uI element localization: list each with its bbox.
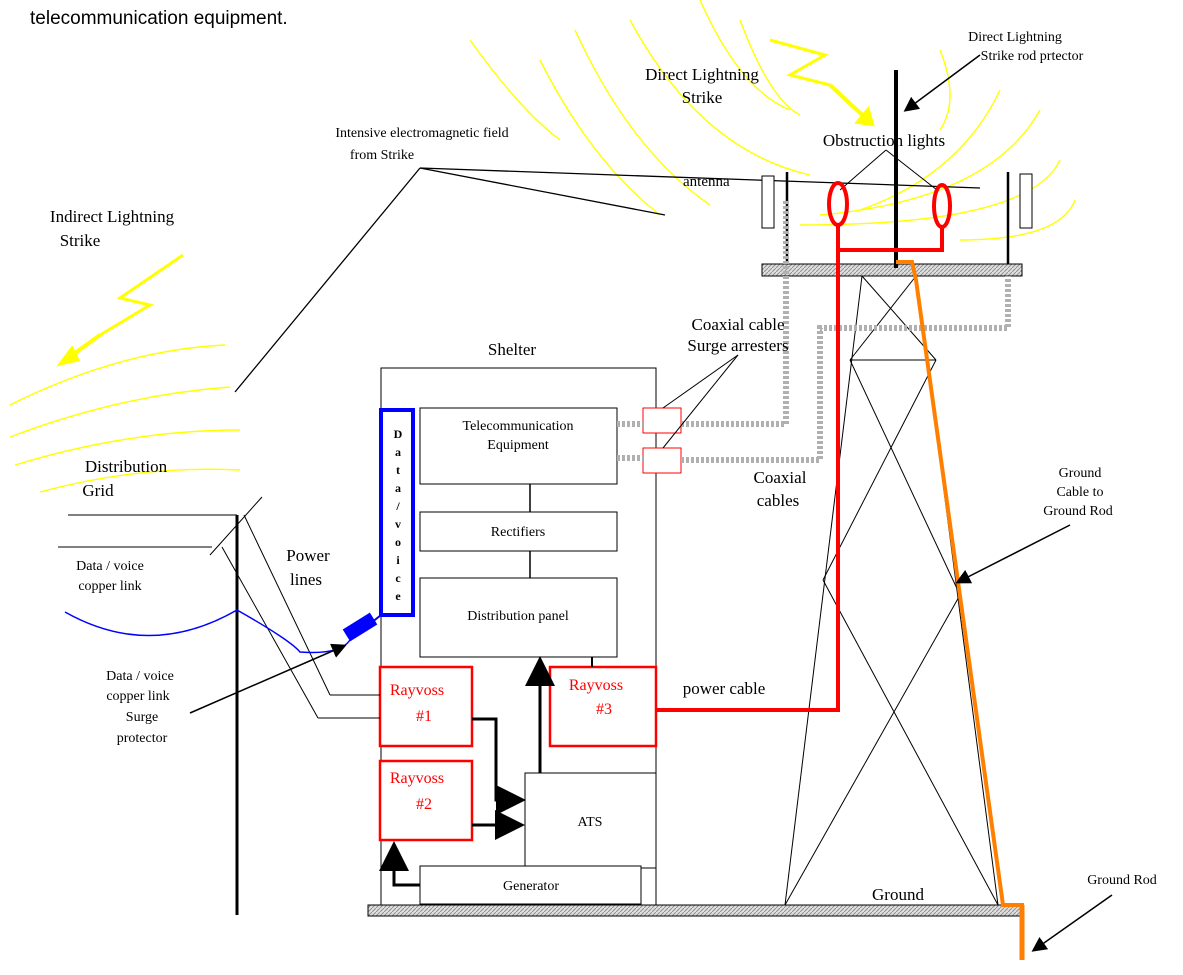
ats-box [524, 772, 657, 869]
generator-label: Generator [503, 879, 559, 894]
direct-strike-label-1: Direct Lightning [645, 65, 759, 84]
data-voice-letter: D [394, 427, 403, 441]
surge-protector-label-1: Data / voice [106, 669, 174, 684]
data-voice-letter: o [395, 535, 401, 549]
data-voice-link-label-2: copper link [78, 579, 141, 594]
ground-rod-label: Ground Rod [1087, 873, 1157, 888]
indirect-strike-label-2: Strike [60, 231, 101, 250]
antenna-right [1019, 173, 1033, 229]
tower-lattice [784, 275, 999, 906]
coax-arresters-label-2: Surge arresters [687, 336, 788, 355]
antenna-left [761, 175, 775, 229]
copper-link-surge-protector [342, 612, 378, 642]
coax-cables [617, 200, 1011, 463]
power-lines-label-2: lines [290, 570, 322, 589]
rayvoss-3-label-1: Rayvoss [569, 677, 623, 694]
antenna-label: antenna [683, 174, 730, 190]
coaxial-cables-label-2: cables [757, 491, 799, 510]
distribution-grid-label-2: Grid [82, 481, 114, 500]
data-voice-letter: c [395, 571, 401, 585]
data-voice-letter: / [395, 499, 400, 513]
generator-box [419, 865, 642, 905]
direct-strike-label-2: Strike [682, 88, 723, 107]
tower-platform [761, 263, 1023, 277]
em-field-label-1: Intensive electromagnetic field [335, 126, 508, 141]
em-field-lines-indirect [9, 344, 241, 493]
rayvoss-1-label-2: #1 [416, 708, 432, 725]
data-voice-letters: Data / voice [394, 427, 403, 603]
obstruction-lights-label: Obstruction lights [823, 131, 945, 150]
data-voice-letter: t [396, 463, 400, 477]
data-voice-copper-link [64, 609, 351, 654]
coax-arrester-2 [642, 447, 682, 474]
power-cable-label: power cable [683, 679, 766, 698]
data-voice-box [379, 408, 415, 617]
direct-strike-rod-label-2: Strike rod prtector [981, 49, 1084, 64]
ground-cable-label-1: Ground [1059, 466, 1102, 481]
distribution-panel-label: Distribution panel [467, 609, 569, 624]
surge-protector-label-4: protector [117, 731, 168, 746]
rayvoss-1-label-1: Rayvoss [390, 682, 444, 699]
rectifiers-label: Rectifiers [491, 525, 545, 540]
distribution-grid-label-1: Distribution [85, 457, 168, 476]
surge-protector-label-2: copper link [106, 689, 169, 704]
power-pole [58, 496, 380, 915]
data-voice-letter: i [396, 553, 400, 567]
em-field-lines-tower [469, 0, 1076, 241]
rayvoss-2-label-2: #2 [416, 796, 432, 813]
data-voice-letter: a [395, 481, 401, 495]
ground-cable-label-3: Ground Rod [1043, 504, 1113, 519]
telecom-label-1: Telecommunication [463, 419, 574, 434]
rod-pointer-arrow [903, 54, 981, 112]
ground-cable [896, 260, 1024, 960]
rayvoss-3-box [548, 665, 658, 748]
obstruction-light-right [932, 183, 952, 229]
obstruction-light-left [827, 181, 849, 227]
power-lines-label-1: Power [286, 546, 330, 565]
distribution-panel-box [419, 577, 618, 658]
coax-arrester-1 [642, 407, 682, 434]
surge-protector-label-3: Surge [126, 710, 158, 725]
rayvoss-2-label-1: Rayvoss [390, 770, 444, 787]
data-voice-link-label-1: Data / voice [76, 559, 144, 574]
power-flow-arrows [379, 656, 555, 887]
data-voice-letter: v [395, 517, 401, 531]
rayvoss-2-box [378, 759, 474, 842]
data-voice-letter: e [395, 589, 401, 603]
rectifiers-box [419, 511, 618, 552]
page-heading: telecommunication equipment. [30, 8, 288, 29]
ground-label: Ground [872, 885, 924, 904]
ats-label: ATS [578, 815, 603, 830]
coaxial-cables-label-1: Coaxial [754, 468, 807, 487]
indirect-lightning-bolt-icon [99, 253, 184, 337]
shelter-label: Shelter [488, 340, 536, 359]
rayvoss-3-label-2: #3 [596, 701, 612, 718]
indirect-strike-label-1: Indirect Lightning [50, 207, 175, 226]
data-voice-letter: a [395, 445, 401, 459]
rayvoss-1-box [378, 665, 474, 748]
ground-bar [367, 904, 1021, 917]
em-field-label-2: from Strike [350, 148, 414, 163]
direct-lightning-bolt-icon [769, 38, 831, 87]
coax-arresters-label-1: Coaxial cable [692, 315, 785, 334]
ground-cable-label-2: Cable to [1056, 485, 1103, 500]
telecom-label-2: Equipment [487, 438, 549, 453]
direct-strike-rod-label-1: Direct Lightning [968, 30, 1062, 45]
telecom-equipment-box [419, 407, 618, 485]
